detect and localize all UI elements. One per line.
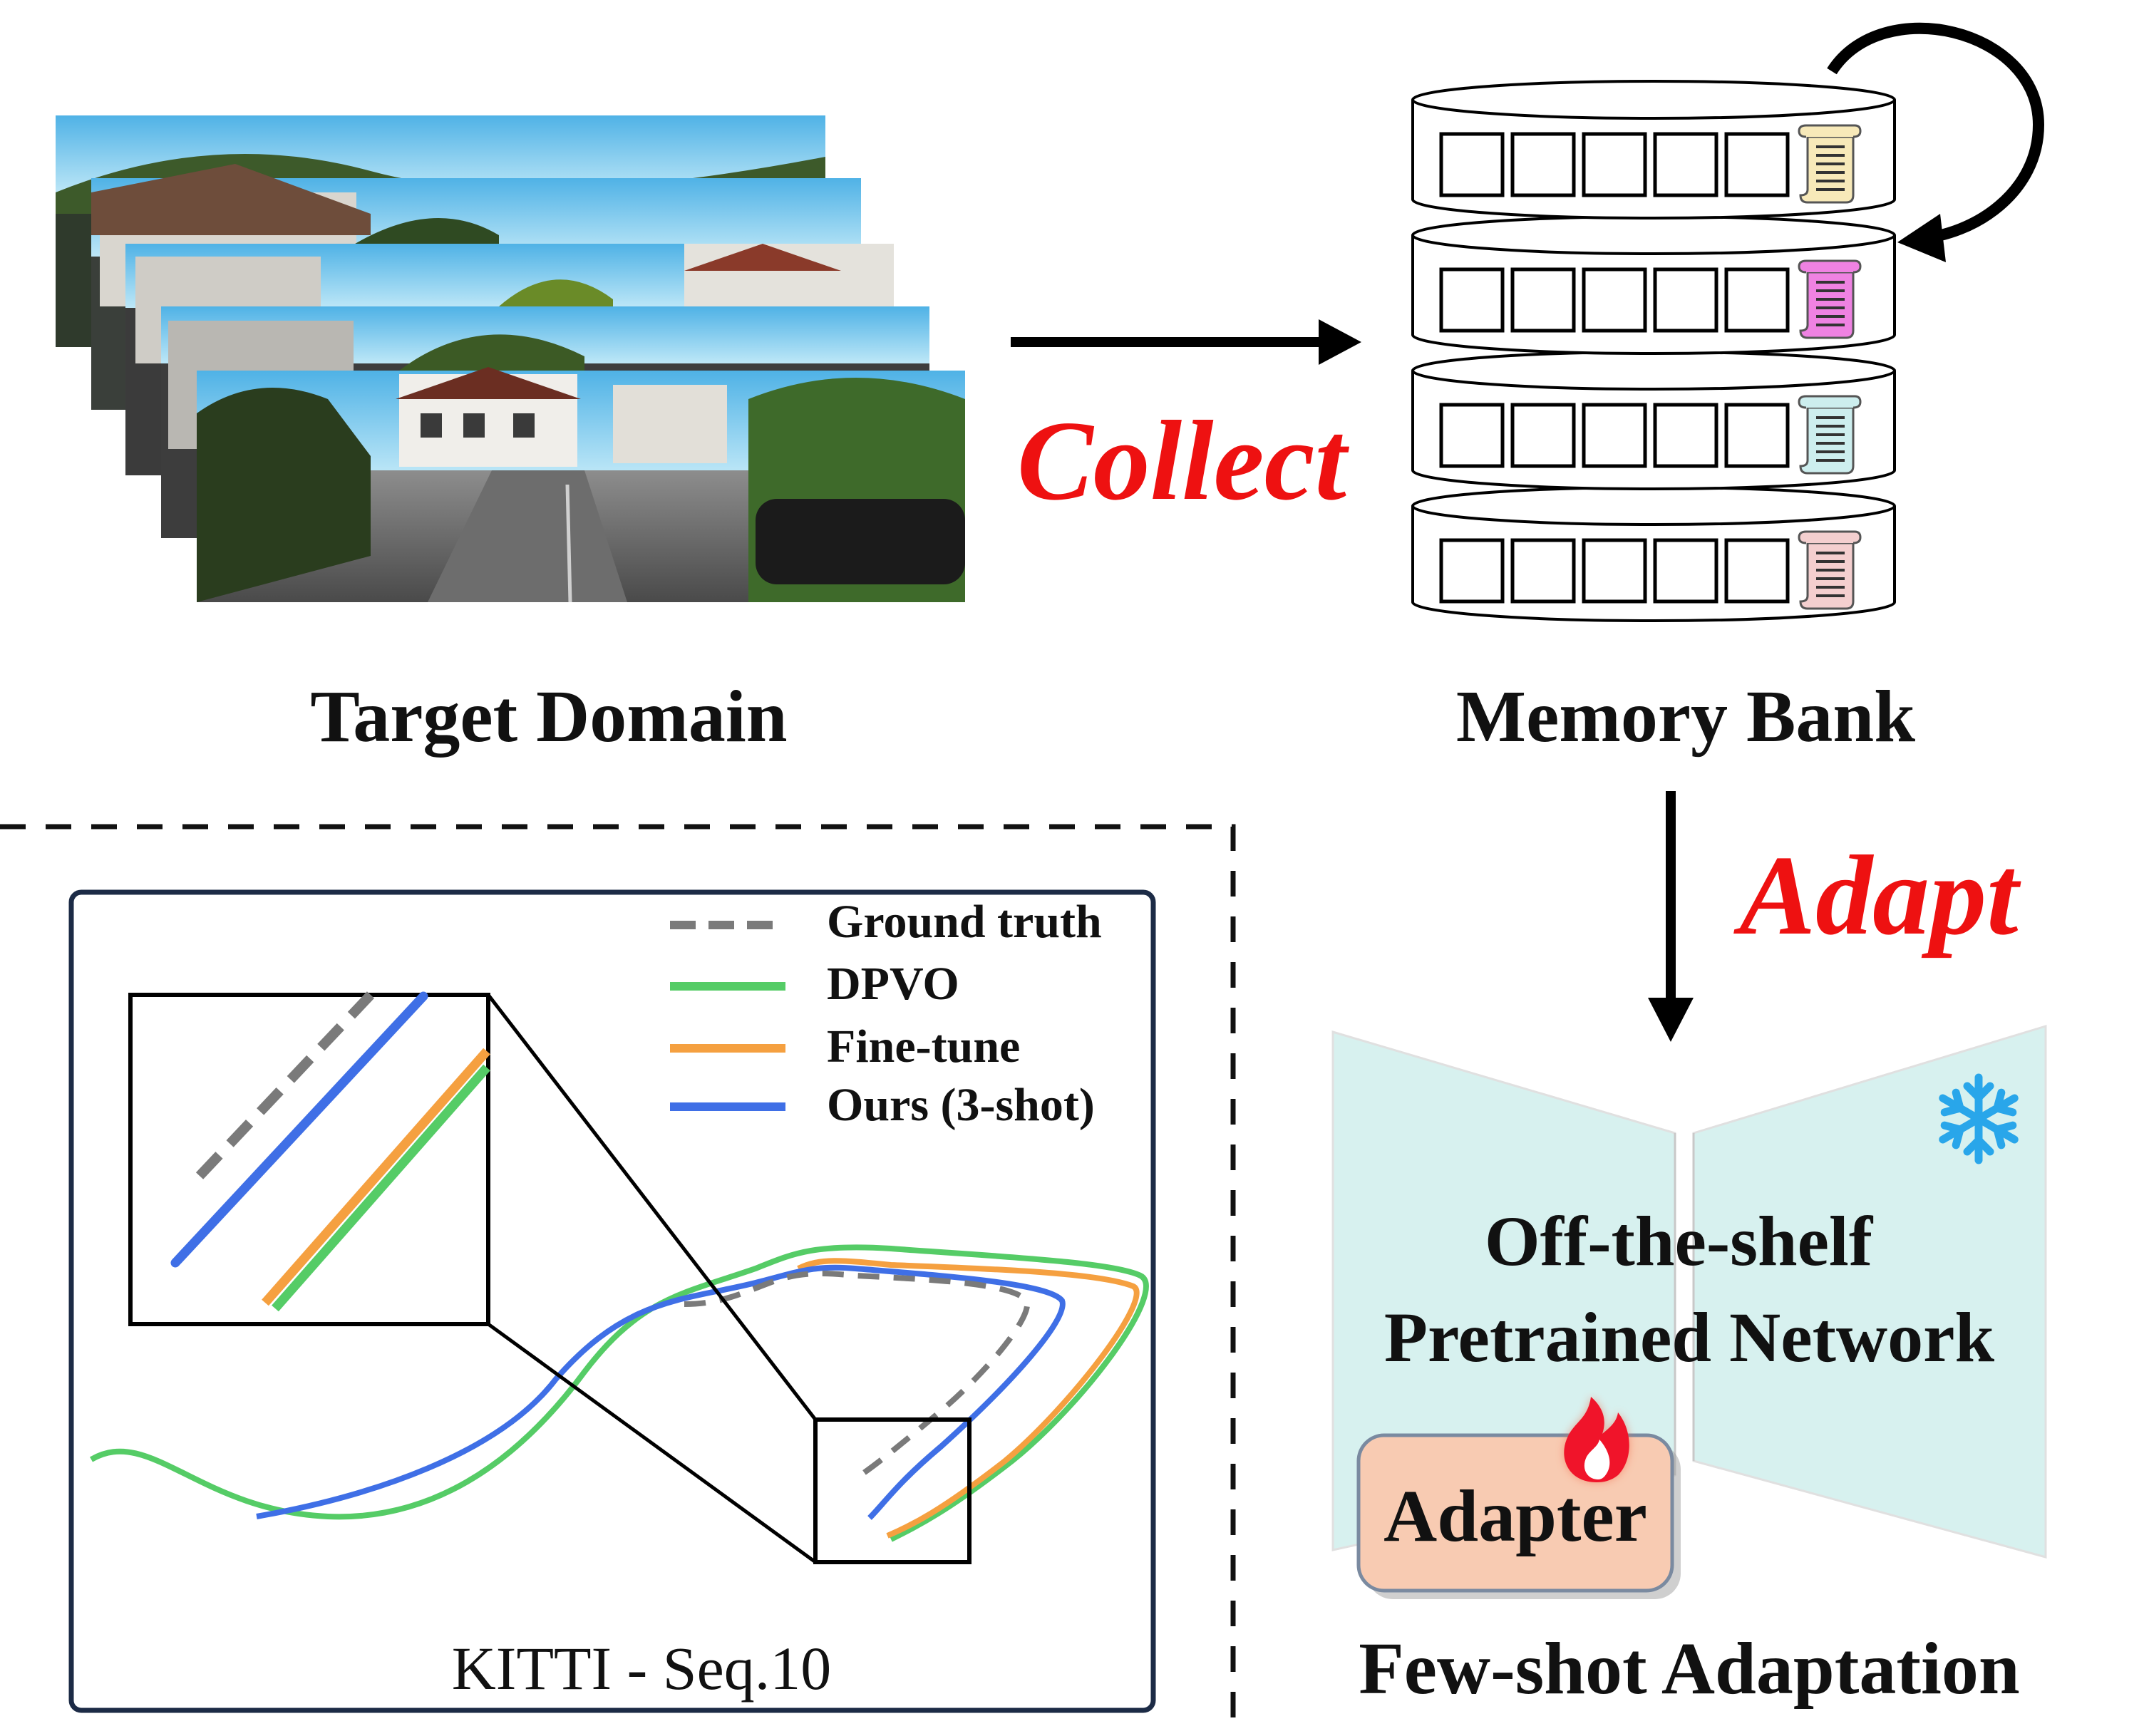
memory-slot xyxy=(1510,403,1576,468)
memory-slot xyxy=(1439,403,1505,468)
dashed-separator xyxy=(0,824,1236,1736)
scroll-icon xyxy=(1798,395,1862,475)
memory-slot xyxy=(1510,132,1576,197)
collect-arrowhead xyxy=(1319,319,1361,365)
memory-scrolls xyxy=(1798,124,1862,610)
memory-slot xyxy=(1653,403,1718,468)
inset-ours xyxy=(170,991,428,1268)
memory-slot xyxy=(1724,403,1790,468)
plot-caption: KITTI - Seq.10 xyxy=(452,1634,832,1703)
trajectory-plot: Ground truth DPVO Fine-tune Ours (3-shot… xyxy=(68,889,1156,1713)
zoom-region-box xyxy=(813,1417,972,1564)
adapter-label: Adapter xyxy=(1383,1475,1647,1557)
frame-5 xyxy=(197,367,965,603)
memory-slot xyxy=(1724,267,1790,333)
cycle-arrow-icon xyxy=(1827,22,2045,262)
trajectory-ours xyxy=(256,1264,1066,1520)
network-label-line2: Pretrained Network xyxy=(1384,1298,1995,1377)
pretrained-network: Off-the-shelf Pretrained Network xyxy=(1331,1024,2047,1559)
flame-icon xyxy=(1564,1397,1629,1482)
target-domain-label: Target Domain xyxy=(310,676,787,758)
adapter-block: Adapter xyxy=(1356,1433,1681,1599)
memory-slot xyxy=(1582,132,1647,197)
inset-fine-tune xyxy=(262,1048,490,1306)
memory-slots xyxy=(1439,132,1790,604)
target-domain-image-stack xyxy=(56,115,965,603)
memory-slot xyxy=(1439,538,1505,604)
network-decoder xyxy=(1692,1024,2047,1559)
scroll-icon xyxy=(1798,124,1862,204)
memory-bank xyxy=(1411,80,1896,622)
legend-ground-truth: Ground truth xyxy=(827,896,1102,948)
memory-slot xyxy=(1582,538,1647,604)
network-label-line1: Off-the-shelf xyxy=(1485,1202,1874,1281)
legend-dpvo: DPVO xyxy=(827,958,959,1010)
legend-fine-tune: Fine-tune xyxy=(827,1021,1020,1073)
trajectory-dpvo xyxy=(89,1244,1149,1542)
zoom-inset xyxy=(128,991,490,1326)
scroll-icon xyxy=(1798,259,1862,339)
memory-slot xyxy=(1510,538,1576,604)
memory-slot xyxy=(1724,132,1790,197)
trajectory-fine-tune xyxy=(797,1258,1140,1539)
memory-slot xyxy=(1582,403,1647,468)
inset-dpvo xyxy=(272,1064,490,1312)
legend-ours: Ours (3-shot) xyxy=(827,1079,1095,1131)
adapt-label: Adapt xyxy=(1733,832,2021,959)
memory-slot xyxy=(1653,538,1718,604)
memory-slot xyxy=(1439,267,1505,333)
memory-slot xyxy=(1582,267,1647,333)
adapt-arrowhead xyxy=(1648,998,1694,1042)
memory-slot xyxy=(1510,267,1576,333)
scroll-icon xyxy=(1798,530,1862,610)
memory-slot xyxy=(1724,538,1790,604)
memory-slot xyxy=(1653,267,1718,333)
snowflake-icon xyxy=(1937,1073,2020,1160)
memory-bank-label: Memory Bank xyxy=(1456,676,1915,758)
memory-slot xyxy=(1439,132,1505,197)
plot-legend: Ground truth DPVO Fine-tune Ours (3-shot… xyxy=(670,896,1102,1131)
collect-label: Collect xyxy=(1017,397,1350,524)
few-shot-label: Few-shot Adaptation xyxy=(1359,1628,2019,1710)
memory-slot xyxy=(1653,132,1718,197)
